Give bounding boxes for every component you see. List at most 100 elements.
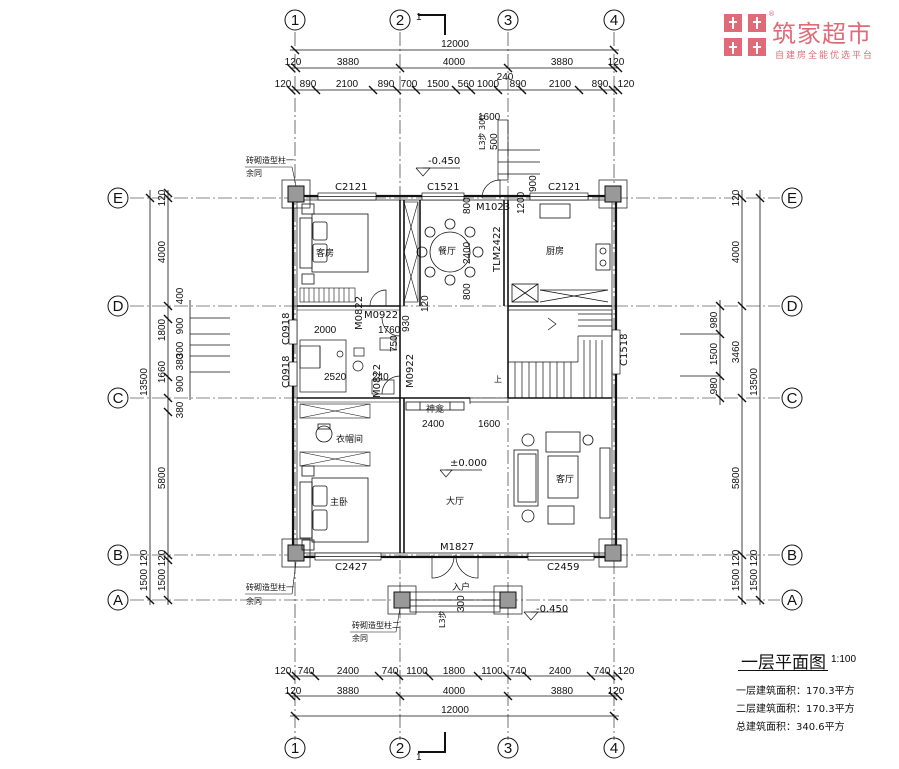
axis-grid	[130, 32, 780, 740]
dim-top-total: 12000	[441, 39, 469, 50]
room-dining: 餐厅	[438, 245, 456, 257]
dim-900: 900	[528, 175, 539, 192]
opening-m0822-a: M0822	[354, 296, 365, 330]
logo-mark-icon	[724, 14, 766, 56]
dim-bot-r1-1: 740	[298, 666, 315, 677]
axis-label-top-3: 3	[504, 12, 512, 29]
dim-top-r2-5: 1500	[427, 79, 450, 90]
dim-bot-r2-0: 120	[285, 686, 302, 697]
dim-bot-r1-6: 1100	[481, 666, 503, 677]
area-label-2: 二层建筑面积：	[736, 704, 806, 715]
leaders	[245, 166, 401, 633]
top-dimension-text: 12000 120 3880 4000 3880 120 240 120 890…	[275, 39, 635, 90]
dim-bot-r2-2: 4000	[443, 686, 466, 697]
dim-bot-r1-10: 120	[618, 666, 635, 677]
axis-label-bottom-2: 2	[396, 740, 404, 757]
drawing-scale: 1:100	[831, 654, 857, 665]
bathrooms	[299, 337, 397, 395]
level-hall: ±0.000	[450, 458, 487, 469]
level-bottom: -0.450	[536, 604, 568, 615]
opening-c2121-left: C2121	[335, 182, 367, 193]
dim-right-2: 980	[709, 311, 720, 328]
top-dimension-lines	[286, 45, 623, 95]
area-value-3: 340.6平方	[796, 722, 845, 733]
cloak-chair	[315, 423, 333, 443]
shrine	[405, 401, 465, 411]
dim-1600-top: 1600	[478, 112, 501, 123]
level-markers	[415, 167, 568, 621]
area-value-1: 170.3平方	[806, 686, 855, 697]
registered-mark: ®	[768, 10, 775, 18]
opening-m0822-b: M0822	[372, 364, 383, 398]
opening-labels: C2121 C1521 C2121 M1023 TLM2422 M0922 M0…	[281, 182, 630, 573]
dim-top-r1-0: 120	[285, 57, 302, 68]
area-label-1: 一层建筑面积：	[736, 686, 806, 697]
note-pillar1b-sub: 余同	[246, 596, 262, 606]
right-dimension-text: 13500 120 4000 980 1500 980 3460 5800 12…	[709, 189, 760, 591]
title-underline	[738, 670, 828, 671]
dim-top-r2-1: 890	[300, 79, 317, 90]
dim-top-r2-4: 700	[401, 79, 418, 90]
dim-bot-r2-1: 3880	[337, 686, 360, 697]
opening-tlm2422: TLM2422	[492, 226, 503, 273]
dim-left-inner-0: 900	[175, 317, 186, 334]
wardrobes	[299, 201, 419, 467]
dim-right-4: 980	[709, 377, 720, 394]
dim-800a: 800	[462, 197, 473, 214]
note-pillar2: 砖砌造型柱二	[352, 620, 400, 630]
axis-label-top-4: 4	[610, 12, 618, 29]
dim-bot-r1-2: 2400	[337, 666, 360, 677]
dim-left-4: 1660	[157, 360, 168, 383]
stairs	[507, 309, 613, 399]
dim-2520: 2520	[324, 372, 347, 383]
kitchen-fixtures	[511, 203, 611, 303]
section-mark-bottom-number: 1	[416, 752, 422, 763]
room-labels: 客房 餐厅 厨房 衣帽间 主卧 大厅 客厅 神龛 入户	[316, 245, 574, 593]
dim-120: 120	[420, 295, 431, 312]
note-pillar2-sub: 余同	[352, 633, 368, 643]
dim-bot-r1-9: 740	[594, 666, 611, 677]
note-pillar1: 砖砌造型柱一	[246, 155, 294, 165]
dim-top-r2-3: 890	[378, 79, 395, 90]
dim-bot-r1-7: 740	[510, 666, 527, 677]
axis-label-top-1: 1	[291, 12, 299, 29]
area-row-1: 一层建筑面积：170.3平方	[736, 682, 855, 697]
opening-c0918-b: C0918	[281, 356, 292, 388]
axis-label-left-b: B	[113, 547, 123, 564]
dim-750: 750	[389, 335, 400, 352]
dim-bot-r1-3: 740	[382, 666, 399, 677]
room-guest: 客房	[316, 247, 334, 259]
bottom-dimension-lines	[286, 671, 623, 721]
dim-bot-r1-0: 120	[275, 666, 292, 677]
dim-left-inner-2: 380	[175, 353, 186, 370]
brand-slogan: 自建房全能优选平台	[775, 51, 875, 61]
axis-labels: 1 2 3 4 1 2 3 4 E D C B A E D C B A 1 1	[113, 12, 798, 763]
room-living: 客厅	[556, 473, 574, 485]
dim-right-1: 4000	[731, 240, 742, 263]
axis-label-bottom-1: 1	[291, 740, 299, 757]
dim-top-r2-2: 2100	[336, 79, 359, 90]
dim-right-5: 5800	[731, 466, 742, 489]
dim-top-extra: 240	[497, 72, 514, 83]
level-labels: -0.450 ±0.000 -0.450	[428, 156, 568, 615]
brand-logo: ® 筑家超市 自建房全能优选平台	[722, 8, 897, 64]
axis-label-right-e: E	[787, 190, 797, 207]
dim-500: 500	[489, 133, 500, 150]
dim-top-r1-4: 120	[608, 57, 625, 68]
bottom-dimension-text: 120 740 2400 740 1100 1800 1100 740 2400…	[275, 666, 635, 716]
windows	[288, 192, 621, 561]
dim-bot-r1-4: 1100	[406, 666, 428, 677]
dim-bot-r2-3: 3880	[551, 686, 574, 697]
dim-top-r1-2: 4000	[443, 57, 466, 68]
axis-label-right-c: C	[787, 390, 798, 407]
dim-right-6: 120	[731, 549, 742, 566]
dim-left-1: 4000	[157, 240, 168, 263]
room-shrine: 神龛	[426, 403, 444, 415]
opening-m1023: M1023	[476, 202, 510, 213]
dim-top-r2-7: 1000	[477, 79, 500, 90]
dim-right-7: 1500	[731, 568, 742, 591]
dim-top-r2-8: 890	[510, 79, 527, 90]
dim-top-r2-9: 2100	[549, 79, 572, 90]
annotation-notes: 砖砌造型柱一 余同 砖砌造型柱一 余同 砖砌造型柱二 余同 L3步 300 L3…	[246, 115, 502, 643]
dim-bot-r2-4: 120	[608, 686, 625, 697]
